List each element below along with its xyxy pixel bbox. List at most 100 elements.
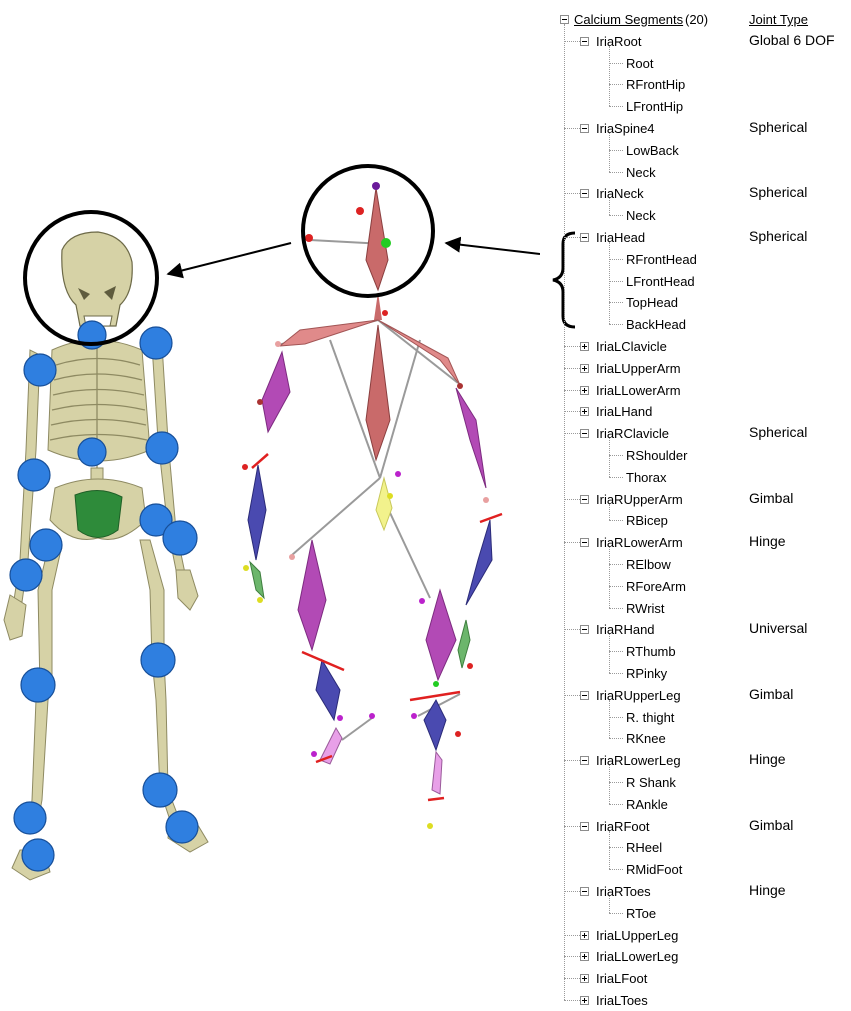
segment-row[interactable]: IriaLToes	[560, 990, 851, 1011]
marker-name[interactable]: LowBack	[626, 140, 679, 161]
expand-toggle-icon[interactable]	[580, 342, 589, 351]
segment-name[interactable]: IriaLLowerArm	[596, 380, 681, 401]
marker-row[interactable]: TopHead	[560, 292, 851, 313]
segment-name[interactable]: IriaLUpperLeg	[596, 925, 678, 946]
segment-name[interactable]: IriaLClavicle	[596, 336, 667, 357]
marker-name[interactable]: RFrontHead	[626, 249, 697, 270]
marker-row[interactable]: LFrontHip	[560, 96, 851, 117]
segment-name[interactable]: IriaNeck	[596, 183, 644, 204]
marker-name[interactable]: RForeArm	[626, 576, 686, 597]
segment-row[interactable]: IriaLClavicle	[560, 336, 851, 357]
marker-row[interactable]: Thorax	[560, 467, 851, 488]
marker-row[interactable]: RWrist	[560, 598, 851, 619]
marker-name[interactable]: RShoulder	[626, 445, 687, 466]
marker-row[interactable]: LFrontHead	[560, 271, 851, 292]
joint-type-header[interactable]: Joint Type	[749, 9, 808, 30]
segment-row[interactable]: IriaLUpperArm	[560, 358, 851, 379]
collapse-toggle-icon[interactable]	[580, 495, 589, 504]
segment-name[interactable]: IriaRClavicle	[596, 423, 669, 444]
marker-name[interactable]: RAnkle	[626, 794, 668, 815]
marker-row[interactable]: RKnee	[560, 728, 851, 749]
expand-toggle-icon[interactable]	[580, 386, 589, 395]
marker-name[interactable]: R. thight	[626, 707, 674, 728]
marker-row[interactable]: RBicep	[560, 510, 851, 531]
marker-name[interactable]: Root	[626, 53, 653, 74]
collapse-toggle-icon[interactable]	[560, 15, 569, 24]
marker-row[interactable]: RElbow	[560, 554, 851, 575]
collapse-toggle-icon[interactable]	[580, 37, 589, 46]
marker-name[interactable]: BackHead	[626, 314, 686, 335]
collapse-toggle-icon[interactable]	[580, 538, 589, 547]
segment-name[interactable]: IriaLHand	[596, 401, 652, 422]
marker-name[interactable]: TopHead	[626, 292, 678, 313]
collapse-toggle-icon[interactable]	[580, 189, 589, 198]
segment-name[interactable]: IriaLFoot	[596, 968, 647, 989]
marker-name[interactable]: RKnee	[626, 728, 666, 749]
marker-name[interactable]: RToe	[626, 903, 656, 924]
marker-name[interactable]: RElbow	[626, 554, 671, 575]
expand-toggle-icon[interactable]	[580, 974, 589, 983]
marker-row[interactable]: RMidFoot	[560, 859, 851, 880]
segment-name[interactable]: IriaRToes	[596, 881, 651, 902]
marker-row[interactable]: RToe	[560, 903, 851, 924]
marker-name[interactable]: LFrontHip	[626, 96, 683, 117]
marker-name[interactable]: RWrist	[626, 598, 665, 619]
collapse-toggle-icon[interactable]	[580, 887, 589, 896]
segment-name[interactable]: IriaLToes	[596, 990, 648, 1011]
collapse-toggle-icon[interactable]	[580, 124, 589, 133]
marker-row[interactable]: BackHead	[560, 314, 851, 335]
marker-name[interactable]: R Shank	[626, 772, 676, 793]
marker-name[interactable]: Thorax	[626, 467, 666, 488]
marker-name[interactable]: Neck	[626, 205, 656, 226]
marker-name[interactable]: RThumb	[626, 641, 676, 662]
segment-name[interactable]: IriaHead	[596, 227, 645, 248]
collapse-toggle-icon[interactable]	[580, 691, 589, 700]
marker-row[interactable]: R. thight	[560, 707, 851, 728]
segment-row[interactable]: IriaLUpperLeg	[560, 925, 851, 946]
marker-name[interactable]: RMidFoot	[626, 859, 682, 880]
marker-row[interactable]: RFrontHead	[560, 249, 851, 270]
segment-row[interactable]: IriaLHand	[560, 401, 851, 422]
marker-row[interactable]: RThumb	[560, 641, 851, 662]
expand-toggle-icon[interactable]	[580, 931, 589, 940]
marker-row[interactable]: RAnkle	[560, 794, 851, 815]
marker-row[interactable]: LowBack	[560, 140, 851, 161]
expand-toggle-icon[interactable]	[580, 952, 589, 961]
marker-row[interactable]: Root	[560, 53, 851, 74]
marker-row[interactable]: RForeArm	[560, 576, 851, 597]
collapse-toggle-icon[interactable]	[580, 429, 589, 438]
marker-row[interactable]: R Shank	[560, 772, 851, 793]
marker-name[interactable]: RHeel	[626, 837, 662, 858]
marker-row[interactable]: Neck	[560, 205, 851, 226]
marker-row[interactable]: RHeel	[560, 837, 851, 858]
segment-row[interactable]: IriaLFoot	[560, 968, 851, 989]
expand-toggle-icon[interactable]	[580, 364, 589, 373]
marker-name[interactable]: LFrontHead	[626, 271, 695, 292]
marker-row[interactable]: Neck	[560, 162, 851, 183]
segment-row[interactable]: IriaLLowerLeg	[560, 946, 851, 967]
marker-row[interactable]: RFrontHip	[560, 74, 851, 95]
segment-name[interactable]: IriaSpine4	[596, 118, 655, 139]
segment-name[interactable]: IriaRHand	[596, 619, 655, 640]
marker-name[interactable]: RPinky	[626, 663, 667, 684]
segment-name[interactable]: IriaRFoot	[596, 816, 649, 837]
segment-name[interactable]: IriaLUpperArm	[596, 358, 681, 379]
collapse-toggle-icon[interactable]	[580, 625, 589, 634]
marker-name[interactable]: RBicep	[626, 510, 668, 531]
collapse-toggle-icon[interactable]	[580, 756, 589, 765]
segment-name[interactable]: IriaLLowerLeg	[596, 946, 678, 967]
marker-row[interactable]: RShoulder	[560, 445, 851, 466]
collapse-toggle-icon[interactable]	[580, 233, 589, 242]
